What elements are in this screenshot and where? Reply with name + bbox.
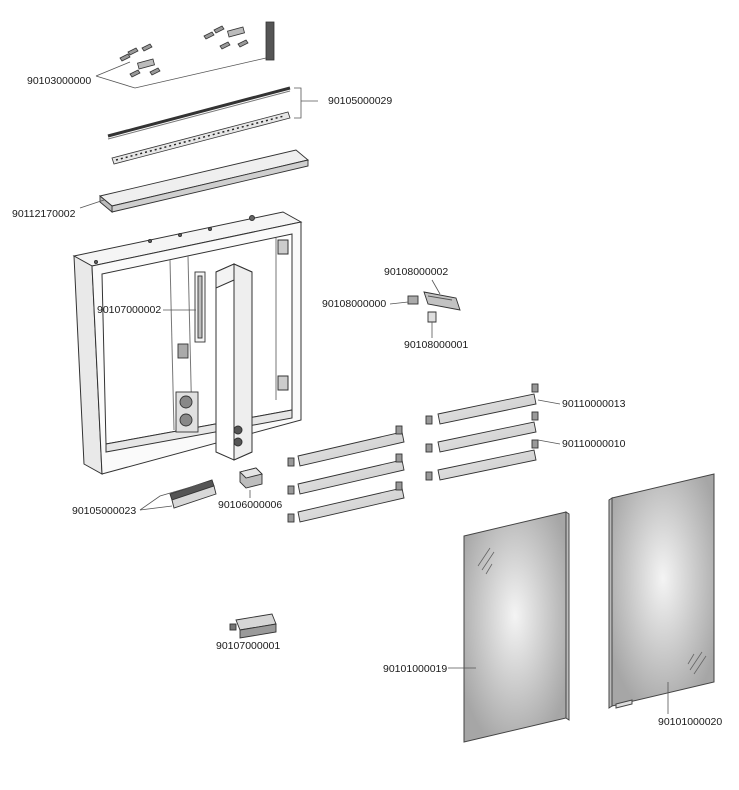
part-label-bottom-light-strip: 90105000023 [72, 505, 137, 517]
part-label-inner-lamp: 90107000002 [97, 304, 162, 316]
vertical-column-part [215, 263, 253, 461]
top-light-cover-part [99, 149, 309, 213]
shelves-right [425, 383, 539, 481]
part-label-driver-unit: 90107000001 [216, 640, 281, 652]
hinge-leaders [389, 279, 441, 338]
socket-plate [175, 343, 199, 433]
part-label-hinge-plate: 90108000000 [322, 298, 387, 310]
shelves-left [287, 425, 405, 523]
part-label-door-left: 90101000019 [383, 663, 448, 675]
door-right-part [608, 473, 715, 709]
bottom-strip-leader [139, 481, 209, 511]
part-label-hinge: 90108000002 [384, 266, 449, 278]
part-label-mounting-screws: 90103000000 [27, 75, 92, 87]
part-label-shelf-right-mid: 90110000010 [562, 438, 626, 450]
shelf-leaders [537, 399, 561, 445]
part-label-door-right: 90101000020 [658, 716, 723, 728]
part-label-sensor-switch: 90106000006 [218, 499, 283, 511]
led-strip-parts [107, 86, 291, 165]
screws-leader [95, 57, 267, 89]
hinge-parts [407, 291, 461, 323]
part-label-shelf-right-top: 90110000013 [562, 398, 626, 410]
top-cover-leader [79, 199, 105, 209]
part-label-top-light-cover: 90112170002 [12, 208, 76, 220]
driver-unit-part [229, 613, 277, 639]
sensor-switch-part [239, 467, 263, 489]
bottom-light-strip-part [169, 479, 217, 509]
door-left-part [463, 511, 570, 743]
led-strip-leader [294, 87, 302, 119]
inner-lamp-part [194, 271, 206, 343]
part-label-hinge-clip: 90108000001 [404, 339, 469, 351]
mounting-screws-group [119, 21, 275, 78]
cabinet-body [72, 211, 303, 475]
part-label-led-strip: 90105000029 [328, 95, 393, 107]
